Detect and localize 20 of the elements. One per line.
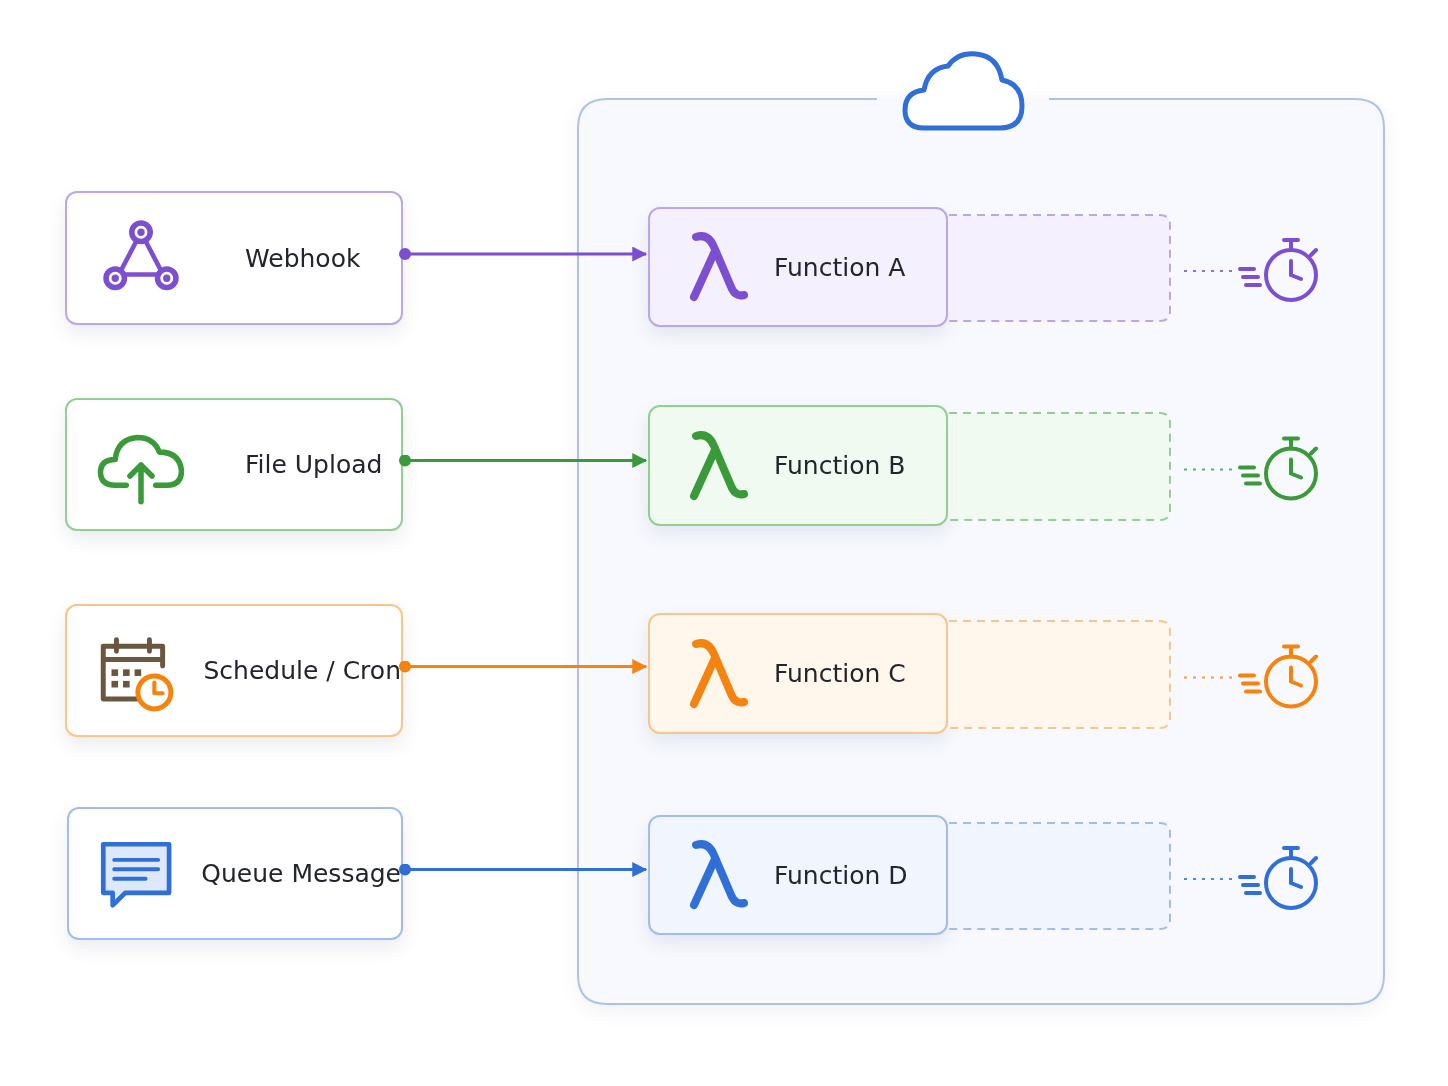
function-box bbox=[648, 405, 948, 526]
function-label: Function B bbox=[774, 451, 906, 480]
function-box bbox=[648, 207, 948, 327]
trigger-card bbox=[65, 604, 403, 737]
function-box bbox=[648, 815, 948, 935]
arrow bbox=[399, 659, 648, 674]
trigger-card bbox=[67, 807, 403, 940]
arrow bbox=[399, 862, 648, 877]
trigger-label: Queue Message bbox=[201, 859, 401, 888]
trigger-label: Schedule / Cron bbox=[203, 656, 401, 685]
arrow bbox=[399, 453, 648, 468]
arrow bbox=[399, 246, 648, 262]
trigger-card bbox=[65, 191, 403, 325]
function-label: Function A bbox=[774, 252, 906, 282]
function-box bbox=[648, 613, 948, 734]
function-label: Function D bbox=[774, 860, 908, 890]
trigger-label: File Upload bbox=[245, 450, 383, 479]
trigger-label: Webhook bbox=[245, 243, 361, 273]
function-label: Function C bbox=[774, 659, 906, 688]
trigger-card bbox=[65, 398, 403, 531]
